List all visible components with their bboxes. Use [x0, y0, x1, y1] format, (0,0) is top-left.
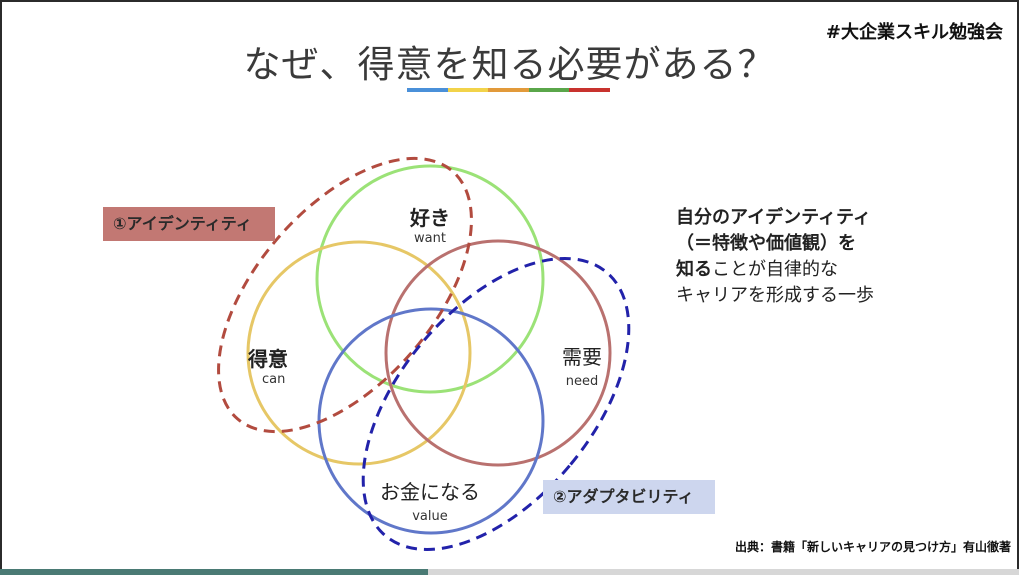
label-want-en: want [414, 231, 446, 246]
label-need: 需要 need [547, 341, 617, 389]
identity-dashed-ellipse [217, 156, 473, 434]
label-value-en: value [412, 509, 448, 524]
hashtag-label: #大企業スキル勉強会 [825, 22, 1003, 43]
frame-top-border [0, 0, 1019, 2]
label-can: 得意 can [248, 343, 310, 387]
label-need-jp: 需要 [562, 345, 602, 369]
label-can-en: can [262, 372, 286, 387]
description-line-3-rest: ことが自律的な [712, 259, 838, 280]
identity-tag: ①アイデンティティ [103, 207, 275, 241]
venn-circle-want [315, 164, 545, 394]
description-line-2: （＝特徴や価値観）を [676, 233, 856, 254]
slide-progress-fill [0, 569, 428, 575]
label-value-jp: お金になる [380, 480, 480, 504]
description-line-3-bold: 知る [676, 259, 712, 280]
label-want: 好き want [395, 202, 465, 246]
title-bar-segment [569, 88, 610, 92]
slide-progress-bar [0, 569, 1019, 575]
description-line-4: キャリアを形成する一歩 [676, 285, 874, 306]
title-bar-segment [488, 88, 529, 92]
title-color-bar [407, 88, 610, 92]
title-bar-segment [407, 88, 448, 92]
adaptability-dashed-ellipse [361, 257, 631, 551]
description-line-1: 自分のアイデンティティ [676, 207, 871, 228]
source-citation: 出典：書籍「新しいキャリアの見つけ方」有山徹著 [734, 540, 1011, 554]
label-need-en: need [565, 374, 599, 389]
title-bar-segment [447, 88, 489, 92]
frame-left-border [0, 0, 2, 575]
label-can-jp: 得意 [248, 347, 288, 371]
venn-circle-can [246, 240, 472, 466]
adaptability-tag: ②アダプタビリティ [543, 480, 715, 514]
frame-right-border [1017, 0, 1019, 575]
title-bar-segment [528, 88, 570, 92]
label-value: お金になる value [370, 476, 490, 524]
description-line-3: 知ることが自律的な [676, 257, 874, 283]
label-want-jp: 好き [410, 206, 450, 230]
slide-title: なぜ、得意を知る必要がある？ [243, 43, 776, 86]
venn-circle-need [384, 239, 612, 467]
description-text: 自分のアイデンティティ （＝特徴や価値観）を 知ることが自律的な キャリアを形成… [676, 205, 874, 309]
